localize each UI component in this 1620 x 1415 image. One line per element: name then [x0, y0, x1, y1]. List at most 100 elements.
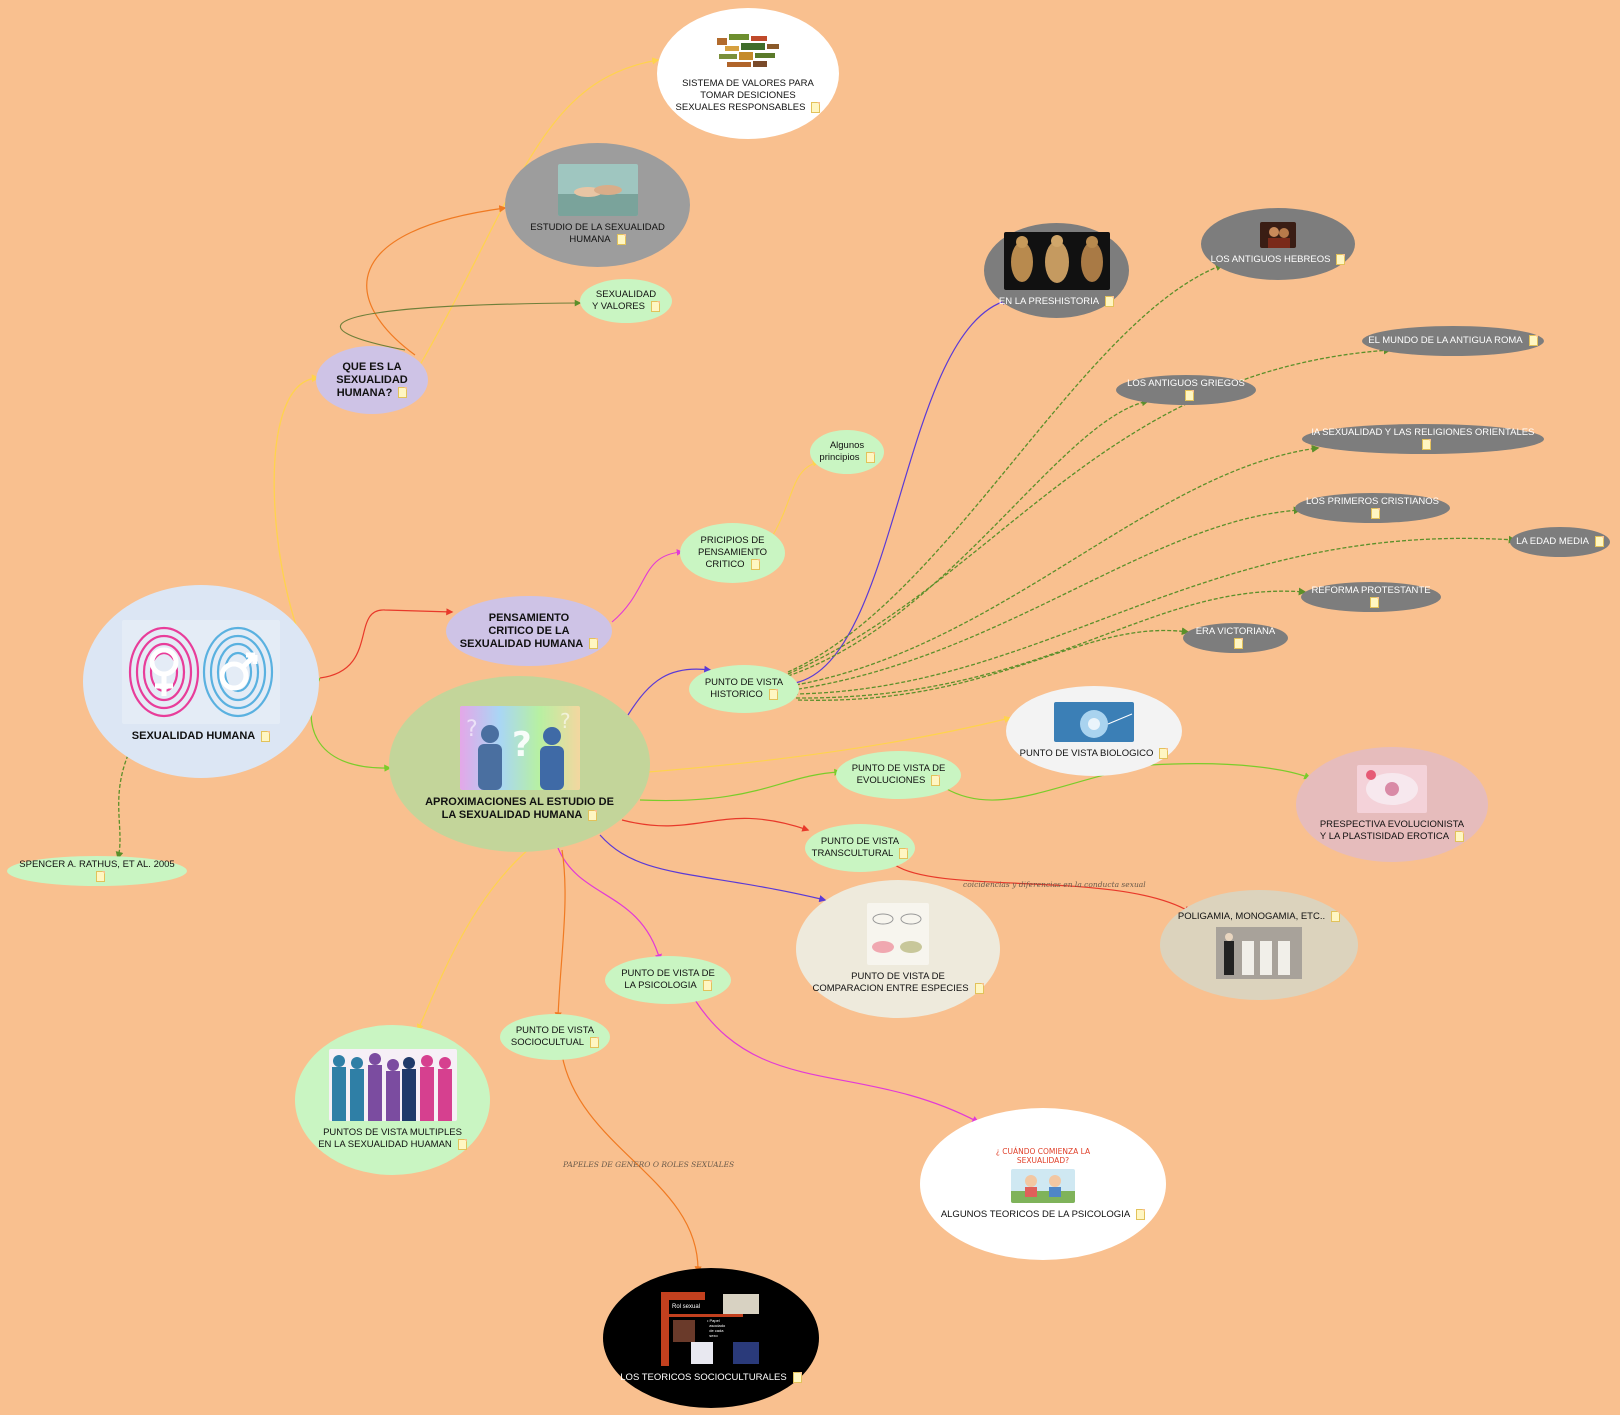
node-poligamia[interactable]: POLIGAMIA, MONOGAMIA, ETC..	[1160, 890, 1358, 1000]
hebrew-painting-image	[1260, 221, 1296, 248]
note-icon	[899, 847, 909, 859]
note-icon	[650, 300, 660, 312]
note-icon	[1455, 831, 1465, 843]
holding-hands-image	[557, 163, 638, 216]
note-icon	[811, 102, 821, 114]
note-icon	[590, 1036, 600, 1048]
node-victoriana-label: ERA VICTORIANA	[1195, 625, 1276, 637]
note-icon	[1594, 535, 1604, 547]
node-socioculturales-label: LOS TEORICOS SOCIOCULTURALES	[620, 1372, 787, 1383]
node-reforma[interactable]: REFORMA PROTESTANTE	[1301, 582, 1441, 612]
node-root-sexualidad-humana[interactable]: SEXUALIDAD HUMANA	[83, 585, 319, 778]
venus-figurines-image	[1003, 232, 1110, 291]
svg-text:?: ?	[512, 725, 532, 765]
link-root-pensamiento	[319, 608, 454, 679]
node-rathus[interactable]: SPENCER A. RATHUS, ET AL. 2005	[7, 856, 187, 886]
node-hebreos[interactable]: LOS ANTIGUOS HEBREOS	[1201, 208, 1355, 280]
node-algunos-label: Algunos principios	[819, 439, 865, 463]
node-psicologia-label: PUNTO DE VISTA DE LA PSICOLOGIA	[621, 967, 715, 991]
note-icon	[261, 730, 271, 742]
note-icon	[768, 688, 778, 700]
node-prehistoria-label: EN LA PRESHISTORIA	[998, 296, 1100, 308]
rol-bullet-text: • Papel asociado de cada sexo	[707, 1317, 726, 1338]
question-silhouettes-image: ? ? ?	[459, 706, 580, 790]
note-icon	[588, 809, 598, 821]
node-sexualidad-valores[interactable]: SEXUALIDAD Y VALORES	[580, 279, 672, 323]
link-hist-orientales	[789, 444, 1320, 687]
node-evolucionista[interactable]: PRESPECTIVA EVOLUCIONISTA Y LA PLASTISID…	[1296, 747, 1488, 862]
link-aprox-multiples	[417, 847, 531, 1032]
node-sex-valores-label: SEXUALIDAD Y VALORES	[592, 288, 657, 312]
svg-text:?: ?	[560, 709, 571, 733]
node-victoriana[interactable]: ERA VICTORIANA	[1183, 623, 1288, 653]
node-algunos-principios[interactable]: Algunos principios	[810, 430, 884, 474]
link-quees-estudio	[366, 205, 507, 356]
wedding-photo-image	[1216, 927, 1302, 979]
link-pens-principios	[611, 549, 684, 623]
node-aproximaciones[interactable]: ? ? ? APROXIMACIONES AL ESTUDIO DE LA SE…	[389, 676, 650, 852]
node-roma-label: EL MUNDO DE LA ANTIGUA ROMA	[1368, 335, 1523, 346]
node-especies[interactable]: PUNTO DE VISTA DE COMPARACION ENTRE ESPE…	[796, 880, 1000, 1018]
node-pensamiento-critico[interactable]: PENSAMIENTO CRITICO DE LA SEXUALIDAD HUM…	[446, 596, 612, 666]
link-aprox-historico	[627, 665, 712, 716]
animals-sketch-image	[867, 902, 929, 965]
node-sistema-valores[interactable]: SISTEMA DE VALORES PARA TOMAR DESICIONES…	[657, 8, 839, 139]
node-aprox-label: APROXIMACIONES AL ESTUDIO DE LA SEXUALID…	[425, 796, 614, 821]
edge-label-papeles: PAPELES DE GENERO O ROLES SEXUALES	[563, 1160, 735, 1169]
node-biologico[interactable]: PUNTO DE VISTA BIOLOGICO	[1006, 686, 1182, 776]
node-teoricos-psicologia[interactable]: ¿ CUÁNDO COMIENZA LA SEXUALIDAD? ALGUNOS…	[920, 1108, 1166, 1260]
note-icon	[865, 451, 875, 463]
node-poligamia-label: POLIGAMIA, MONOGAMIA, ETC..	[1177, 911, 1326, 922]
link-hist-hebreos	[787, 263, 1224, 673]
link-root-rathus	[115, 754, 129, 860]
gender-fingerprints-image	[122, 620, 280, 724]
node-roma[interactable]: EL MUNDO DE LA ANTIGUA ROMA	[1362, 326, 1544, 356]
edge-label-coincidencias: coicidencias y diferencias en la conduct…	[963, 880, 1146, 889]
node-psicologia[interactable]: PUNTO DE VISTA DE LA PSICOLOGIA	[605, 956, 731, 1004]
node-sociocultual-label: PUNTO DE VISTA SOCIOCULTUAL	[510, 1024, 595, 1048]
link-trans-poligamia	[894, 864, 1192, 913]
note-icon	[1234, 637, 1243, 649]
node-edad-media[interactable]: LA EDAD MEDIA	[1510, 527, 1610, 557]
node-que-es[interactable]: QUE ES LA SEXUALIDAD HUMANA?	[316, 346, 428, 414]
note-icon	[1159, 747, 1169, 759]
node-hebreos-label: LOS ANTIGUOS HEBREOS	[1210, 254, 1331, 265]
node-teoricos-socioculturales[interactable]: Rol sexual • Papel asociado de cada sexo…	[603, 1268, 819, 1408]
link-hist-roma	[787, 346, 1392, 675]
node-especies-label: PUNTO DE VISTA DE COMPARACION ENTRE ESPE…	[812, 970, 969, 994]
node-cristianos[interactable]: LOS PRIMEROS CRISTIANOS	[1295, 493, 1450, 523]
node-pensamiento-label: PENSAMIENTO CRITICO DE LA SEXUALIDAD HUM…	[459, 611, 584, 650]
node-historico[interactable]: PUNTO DE VISTA HISTORICO	[689, 665, 799, 713]
node-estudio-sexualidad[interactable]: ESTUDIO DE LA SEXUALIDAD HUMANA	[505, 143, 690, 267]
node-multiples[interactable]: PUNTOS DE VISTA MULTIPLES EN LA SEXUALID…	[295, 1025, 490, 1175]
rol-sexual-text: Rol sexual	[672, 1303, 701, 1310]
node-evoluciones[interactable]: PUNTO DE VISTA DE EVOLUCIONES	[836, 751, 961, 799]
link-quees-valores	[339, 299, 582, 351]
note-icon	[1136, 1208, 1146, 1220]
node-estudio-label: ESTUDIO DE LA SEXUALIDAD HUMANA	[530, 221, 665, 245]
node-edad-media-label: LA EDAD MEDIA	[1516, 536, 1589, 547]
node-sociocultual[interactable]: PUNTO DE VISTA SOCIOCULTUAL	[500, 1014, 610, 1060]
node-orientales[interactable]: lA SEXUALIDAD Y LAS RELIGIONES ORIENTALE…	[1302, 424, 1544, 454]
link-principios-algunos	[769, 460, 820, 541]
node-historico-label: PUNTO DE VISTA HISTORICO	[704, 676, 784, 700]
note-icon	[1528, 334, 1538, 346]
note-icon	[616, 233, 626, 245]
cuando-comienza-text: ¿ CUÁNDO COMIENZA LA SEXUALIDAD?	[995, 1146, 1091, 1165]
link-hist-edadmedia	[793, 535, 1517, 695]
node-rathus-label: SPENCER A. RATHUS, ET AL. 2005	[19, 858, 175, 870]
link-root-aprox	[310, 677, 392, 772]
node-principios[interactable]: PRICIPIOS DE PENSAMIENTO CRITICO	[680, 523, 785, 583]
note-icon	[1369, 596, 1379, 608]
link-aprox-transcultural	[621, 817, 810, 832]
node-griegos[interactable]: LOS ANTIGUOS GRIEGOS	[1116, 375, 1256, 405]
note-icon	[702, 979, 712, 991]
link-hist-cristianos	[791, 506, 1302, 691]
node-root-label: SEXUALIDAD HUMANA	[131, 730, 256, 742]
link-historico-prehistoria	[794, 298, 1010, 684]
cell-image	[1054, 701, 1134, 742]
node-prehistoria[interactable]: EN LA PRESHISTORIA	[984, 223, 1129, 318]
flower-image	[1357, 765, 1427, 814]
node-transcultural[interactable]: PUNTO DE VISTA TRANSCULTURAL	[805, 824, 915, 872]
